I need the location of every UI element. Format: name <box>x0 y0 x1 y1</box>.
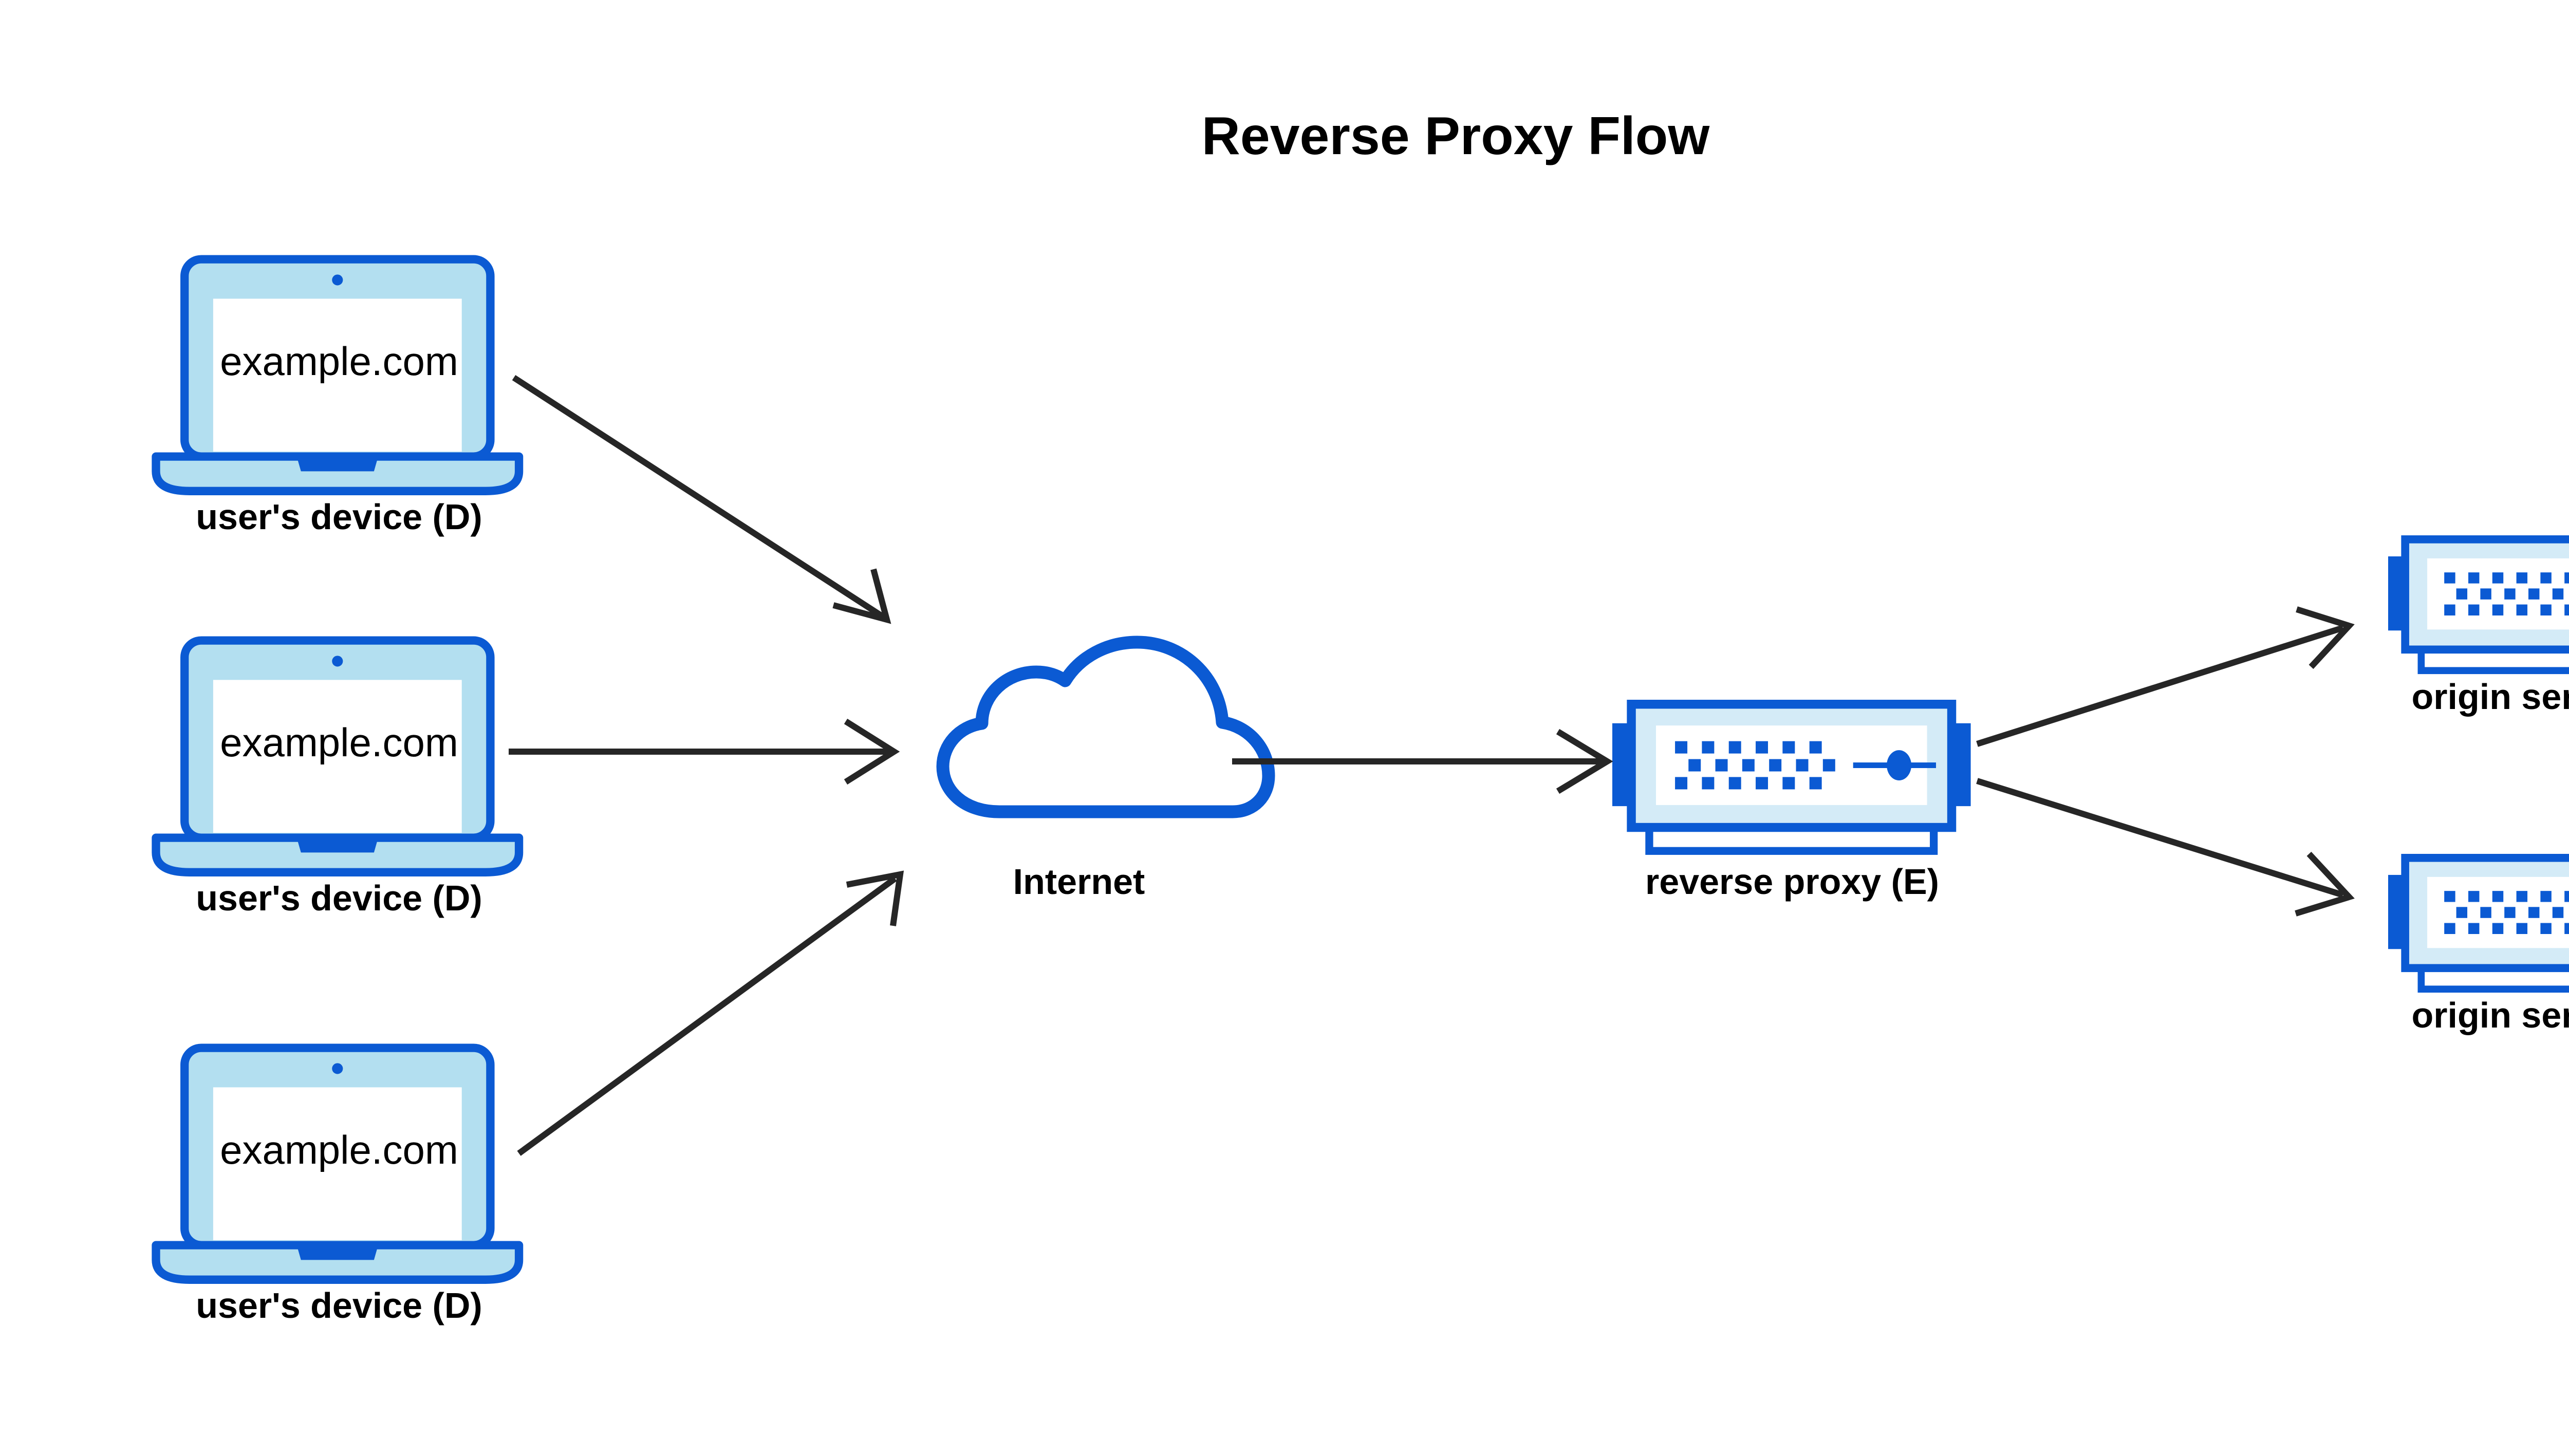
user-device-1[interactable]: example.com user's device (D) <box>156 259 519 537</box>
reverse-proxy[interactable]: reverse proxy (E) <box>1612 704 1971 902</box>
arrow-proxy-to-origin1 <box>1976 606 2355 747</box>
user-device-3[interactable]: example.com user's device (D) <box>156 1048 519 1326</box>
arrow-device3-to-internet <box>517 870 904 1156</box>
server-icon <box>2388 858 2569 989</box>
server-icon <box>2388 539 2569 670</box>
arrow-device2-to-internet <box>509 718 900 785</box>
internet-cloud[interactable]: Internet <box>943 642 1269 902</box>
origin-label: origin server (F) <box>2412 995 2569 1035</box>
device-screen-text: example.com <box>220 720 458 765</box>
arrow-proxy-to-origin2 <box>1976 778 2355 917</box>
page-title: Reverse Proxy Flow <box>1202 106 1710 166</box>
origin-server-1[interactable]: origin server (F) <box>2388 539 2569 717</box>
device-label: user's device (D) <box>196 1285 482 1326</box>
arrow-device1-to-internet <box>512 375 891 624</box>
internet-label: Internet <box>1013 862 1145 902</box>
device-label: user's device (D) <box>196 878 482 918</box>
device-screen-text: example.com <box>220 339 458 384</box>
device-screen-text: example.com <box>220 1127 458 1172</box>
arrow-internet-to-proxy <box>1232 729 1613 794</box>
user-device-2[interactable]: example.com user's device (D) <box>156 641 519 918</box>
server-icon <box>1612 704 1971 851</box>
origin-server-2[interactable]: origin server (F) <box>2388 858 2569 1035</box>
origin-label: origin server (F) <box>2412 677 2569 717</box>
proxy-label: reverse proxy (E) <box>1645 862 1939 902</box>
device-label: user's device (D) <box>196 497 482 537</box>
